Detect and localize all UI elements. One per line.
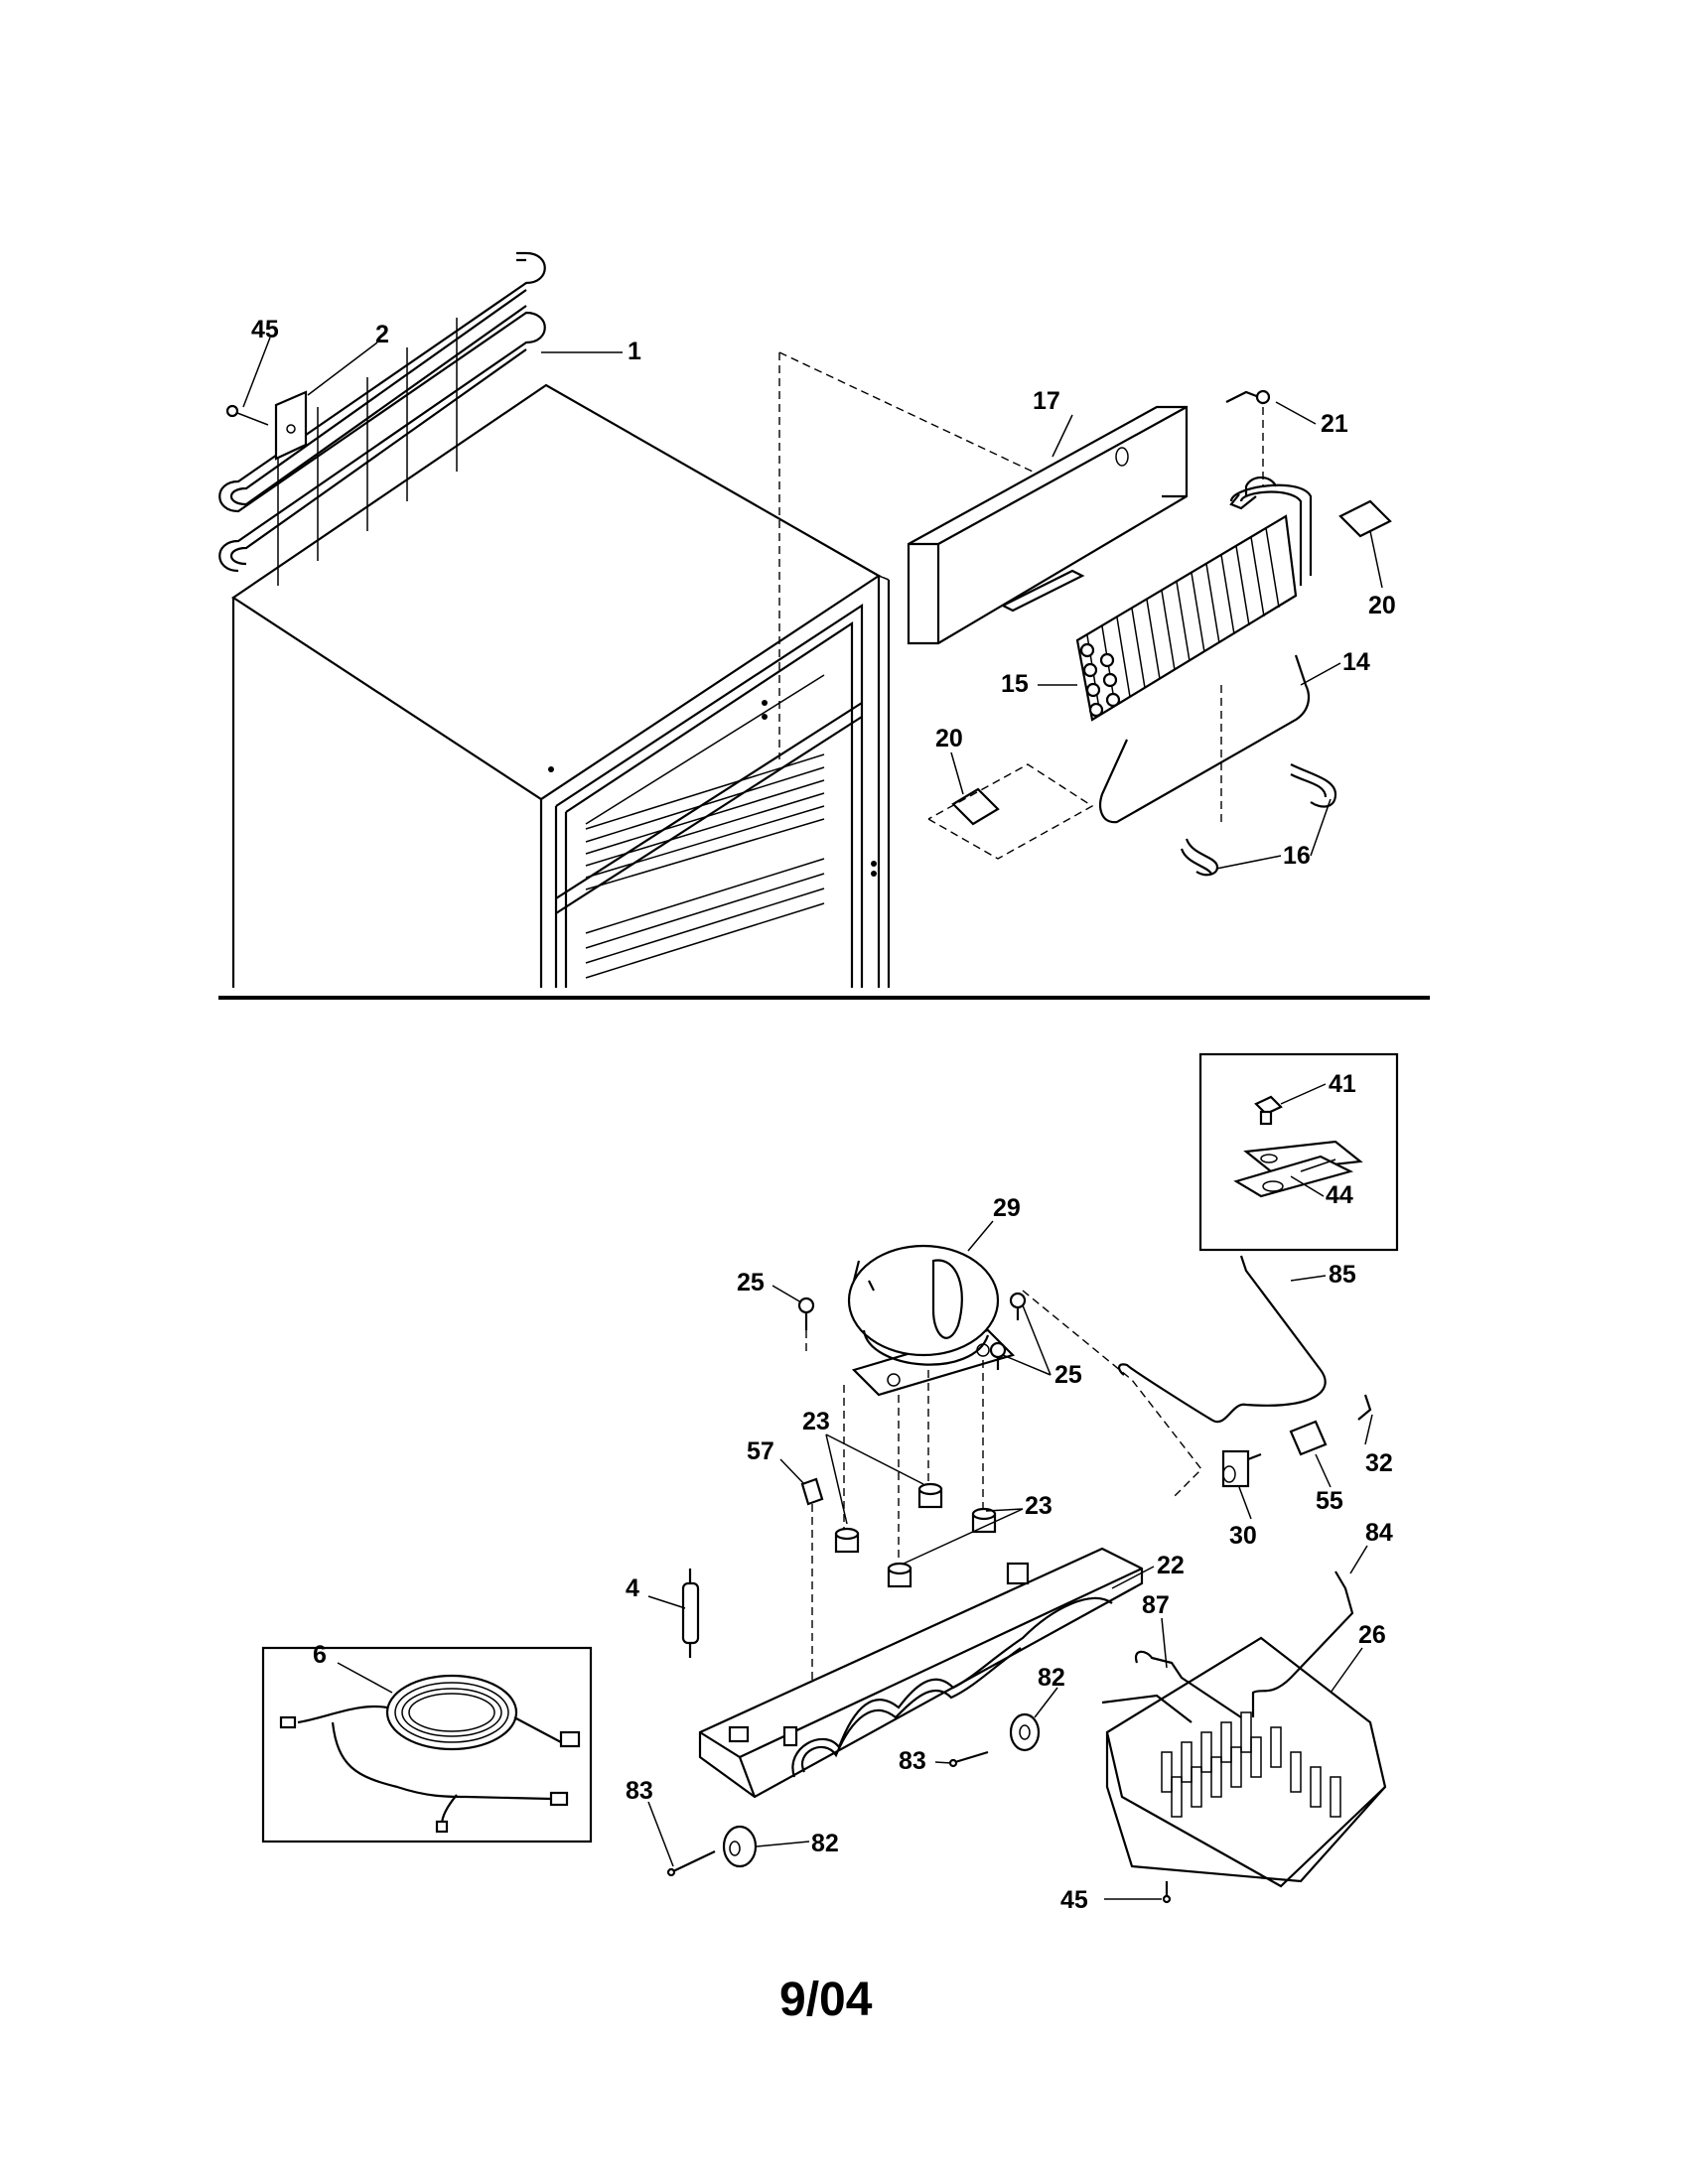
inset-box-bracket xyxy=(1198,1052,1399,1252)
cabinet-body xyxy=(231,383,891,988)
screws-part-25 xyxy=(797,1292,1027,1370)
callout-4: 4 xyxy=(626,1574,639,1602)
tube-part-21 xyxy=(1225,389,1271,510)
callout-25-right: 25 xyxy=(1054,1361,1082,1389)
terminal-part-32 xyxy=(1357,1394,1372,1421)
clip-part-57 xyxy=(800,1477,824,1688)
tube-part-85 xyxy=(1118,1255,1327,1424)
tube-part-84 xyxy=(1251,1570,1354,1717)
callout-85: 85 xyxy=(1329,1261,1356,1289)
inset-box-power-cord xyxy=(261,1646,593,1843)
drain-pan-part-26 xyxy=(1105,1636,1387,1888)
evaporator-cover xyxy=(907,405,1189,645)
callout-57: 57 xyxy=(747,1437,774,1465)
page-footer-date: 9/04 xyxy=(779,1974,873,2026)
callout-83-left: 83 xyxy=(626,1777,653,1805)
wire-part-87 xyxy=(1101,1650,1242,1723)
pad-part-20-right xyxy=(1338,499,1392,538)
callout-2: 2 xyxy=(375,321,389,348)
callout-30: 30 xyxy=(1229,1522,1257,1550)
callout-17: 17 xyxy=(1033,387,1060,415)
callout-32: 32 xyxy=(1365,1449,1393,1477)
callout-15: 15 xyxy=(1001,670,1029,698)
callout-83-center: 83 xyxy=(899,1747,926,1775)
bracket-part-2 xyxy=(274,390,308,461)
callout-16: 16 xyxy=(1283,842,1311,870)
callout-82-left: 82 xyxy=(811,1830,839,1857)
callout-22: 22 xyxy=(1157,1552,1185,1579)
clips-part-16 xyxy=(1180,685,1337,877)
foot-part-82-left xyxy=(722,1825,758,1868)
callout-14: 14 xyxy=(1342,648,1370,676)
screw-part-45-bottom xyxy=(1162,1881,1172,1904)
callout-82-right: 82 xyxy=(1038,1664,1065,1692)
dryer-part-4 xyxy=(681,1569,700,1658)
callout-23-bottom: 23 xyxy=(1025,1492,1052,1520)
freezer-shelf-lines xyxy=(585,753,825,979)
callout-45-bottom: 45 xyxy=(1060,1886,1088,1914)
callout-25-left: 25 xyxy=(737,1269,765,1297)
pad-part-20-left xyxy=(927,763,1094,860)
callout-23-top: 23 xyxy=(802,1408,830,1435)
base-pan xyxy=(698,1547,1144,1799)
overload-part-30 xyxy=(1221,1449,1262,1488)
callout-21: 21 xyxy=(1321,410,1348,438)
screw-part-83-left xyxy=(666,1850,716,1877)
callout-41: 41 xyxy=(1329,1070,1356,1098)
screw-part-45-top xyxy=(225,404,269,426)
callout-20-left: 20 xyxy=(935,725,963,752)
callout-6: 6 xyxy=(313,1641,327,1669)
compressor xyxy=(847,1244,1016,1397)
relay-part-55 xyxy=(1289,1420,1328,1456)
callout-20-right: 20 xyxy=(1368,592,1396,619)
heater-wire-part-14 xyxy=(1099,654,1311,824)
callout-labels: 45 2 1 17 21 20 15 14 20 16 41 44 29 85 … xyxy=(251,316,1396,1914)
callout-29: 29 xyxy=(993,1194,1021,1222)
callout-44: 44 xyxy=(1326,1181,1353,1209)
leader-lines xyxy=(242,337,1383,1900)
callout-1: 1 xyxy=(628,338,641,365)
grommets-part-23 xyxy=(834,1482,997,1588)
condenser-coil xyxy=(218,251,546,586)
foot-part-82-center xyxy=(1009,1712,1041,1752)
callout-87: 87 xyxy=(1142,1591,1170,1619)
screw-part-83-center xyxy=(948,1750,989,1768)
callout-45-top: 45 xyxy=(251,316,279,343)
callout-55: 55 xyxy=(1316,1487,1343,1515)
evaporator-coil xyxy=(1075,476,1313,722)
callout-26: 26 xyxy=(1358,1621,1386,1649)
callout-84: 84 xyxy=(1365,1519,1393,1547)
